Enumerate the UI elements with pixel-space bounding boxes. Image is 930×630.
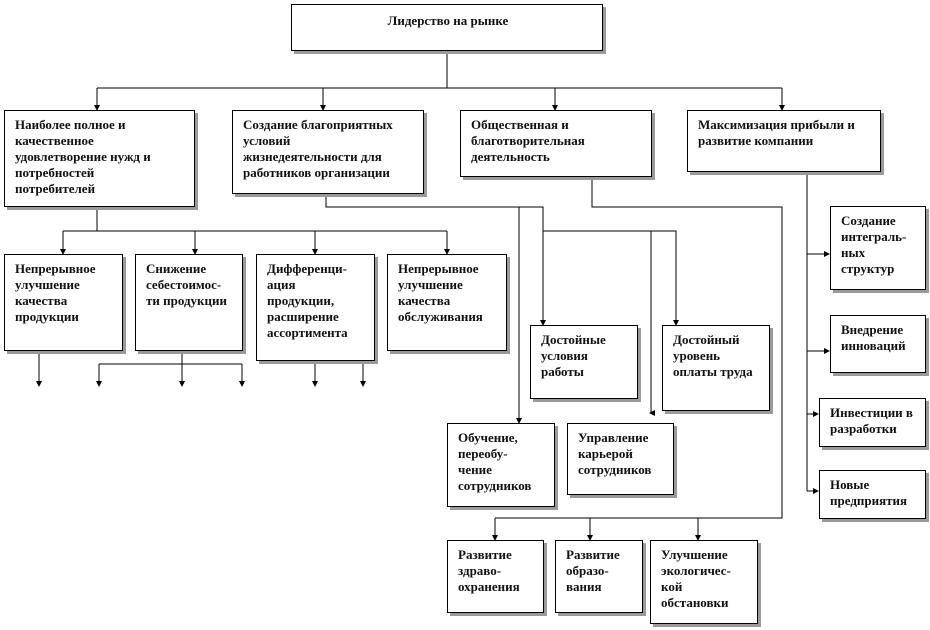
node-work-conditions: Достойные условия работы [530,325,638,399]
node-goal-needs: Наиболее полное и качественное удовлетво… [4,110,195,207]
node-new-enterprises: Новые предприятия [819,470,926,519]
node-ecology: Улучшение экологичес- кой обстановки [650,540,758,624]
node-goal-profit: Максимизация прибыли и развитие компании [687,110,881,172]
node-innovations: Внедрение инноваций [830,315,926,373]
node-root: Лидерство на рынке [291,4,603,51]
node-goal-social: Общественная и благотворительная деятель… [460,110,652,177]
arrow-to-career [649,231,655,416]
node-pay-level: Достойный уровень оплаты труда [662,325,770,411]
node-differentiation: Дифференци- ация продукции, расширение а… [256,254,375,361]
connector-conditions-bus [325,194,679,326]
node-healthcare: Развитие здраво- охранения [447,540,544,613]
node-training: Обучение, переобу- чение сотрудников [447,423,555,507]
node-education: Развитие образо- вания [555,540,643,613]
node-cost-reduction: Снижение себестоимос- ти продукции [135,254,243,351]
node-product-quality: Непрерывное улучшение качества продукции [4,254,123,351]
connector-social-path [495,177,783,519]
node-career: Управление карьерой сотрудников [567,423,674,495]
node-goal-conditions: Создание благоприятных условий жизнедеят… [232,110,424,194]
node-rnd-investment: Инвестиции в разработки [819,398,926,447]
node-integral-structures: Создание интеграль- ных структур [830,206,926,290]
node-service-quality: Непрерывное улучшение качества обслужива… [387,254,507,351]
